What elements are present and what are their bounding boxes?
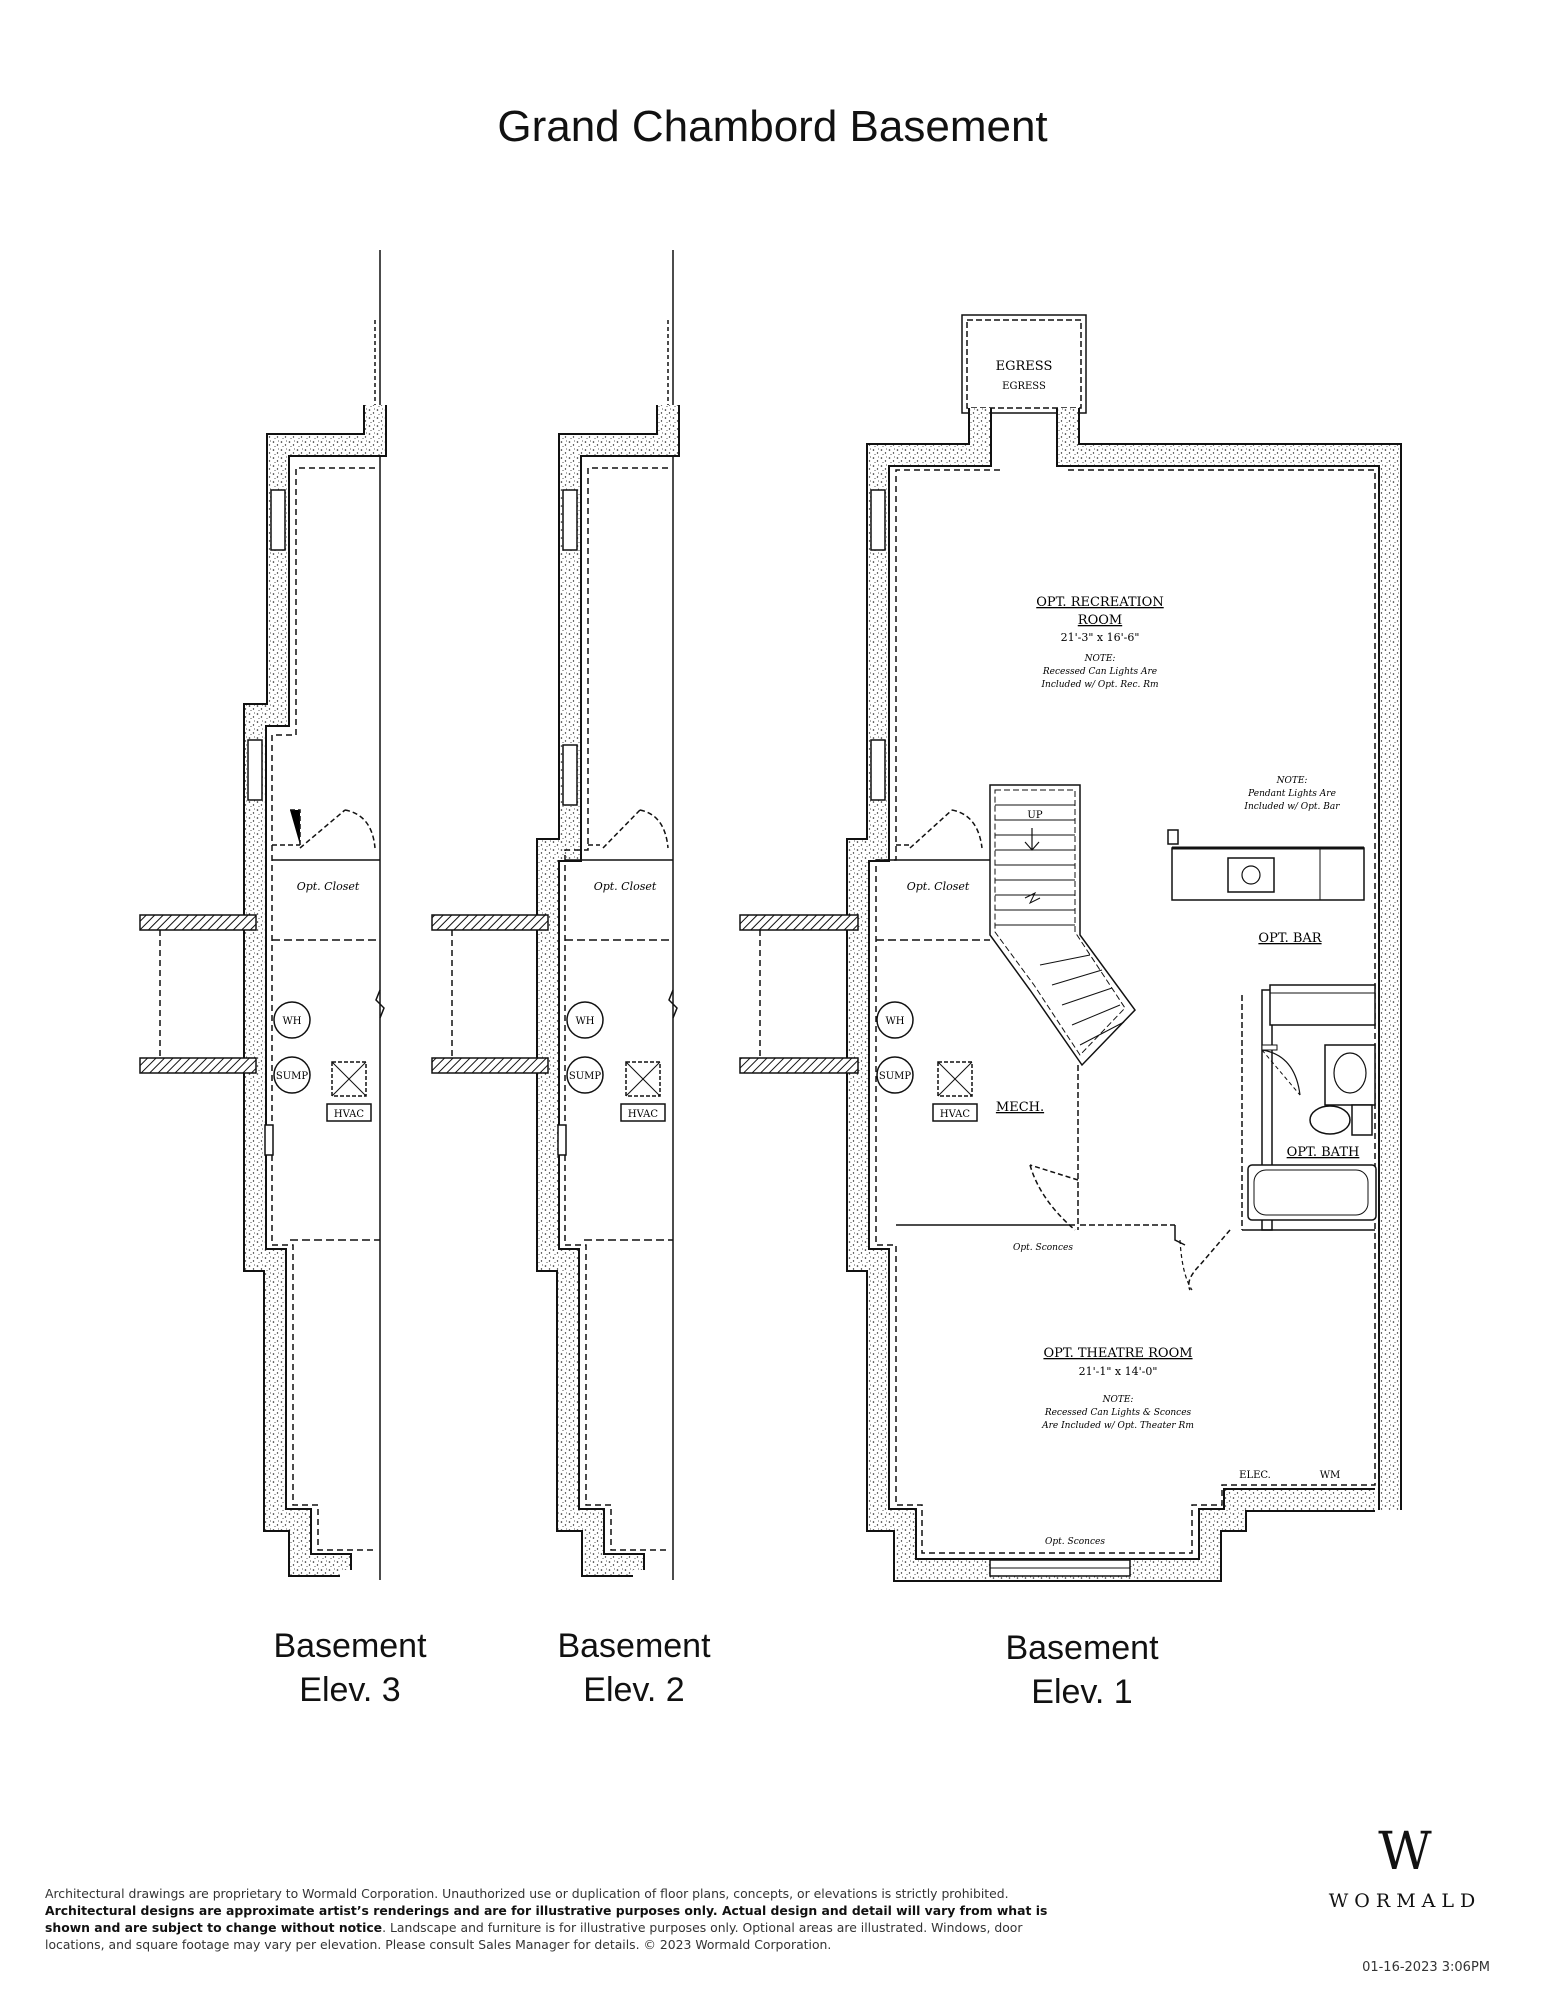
- wh-label: WH: [576, 1016, 595, 1027]
- recreation-note-2: Included w/ Opt. Rec. Rm: [1040, 680, 1158, 690]
- theatre-note-2: Are Included w/ Opt. Theater Rm: [1041, 1421, 1194, 1431]
- bar-label: OPT. BAR: [1258, 931, 1322, 946]
- recreation-note-head: NOTE:: [1084, 654, 1116, 664]
- recreation-room-name-1: OPT. RECREATION: [1036, 595, 1163, 610]
- sump-label: SUMP: [276, 1071, 309, 1082]
- sump-label: SUMP: [569, 1071, 602, 1082]
- closet-label: Opt. Closet: [297, 880, 360, 893]
- sump-label: SUMP: [879, 1071, 912, 1082]
- hvac-label: HVAC: [628, 1109, 658, 1120]
- egress-subtitle: EGRESS: [1002, 381, 1046, 392]
- stairs-up-label: UP: [1027, 810, 1042, 821]
- theatre-note-1: Recessed Can Lights & Sconces: [1044, 1408, 1192, 1418]
- disclaimer-part-2: . Landscape and furniture is for illustr…: [45, 1920, 1023, 1952]
- closet-label: Opt. Closet: [907, 880, 970, 893]
- recreation-note-1: Recessed Can Lights Are: [1042, 667, 1157, 677]
- theatre-room-dims: 21'-1" x 14'-0": [1079, 1365, 1158, 1378]
- legal-disclaimer: Architectural drawings are proprietary t…: [45, 1885, 1075, 1953]
- elevation-2-plan: Opt. Closet WH SUMP HVAC: [431, 250, 680, 1580]
- page-title: Grand Chambord Basement: [497, 102, 1048, 151]
- timestamp: 01-16-2023 3:06PM: [1362, 1960, 1490, 1975]
- hvac-label: HVAC: [940, 1109, 970, 1120]
- elevation-2-label: Basement Elev. 2: [534, 1624, 734, 1712]
- wh-label: WH: [283, 1016, 302, 1027]
- elevation-3-line2: Elev. 3: [299, 1671, 401, 1709]
- recreation-room-dims: 21'-3" x 16'-6": [1061, 631, 1140, 644]
- elevation-2-line2: Elev. 2: [583, 1671, 685, 1709]
- elevation-1-line1: Basement: [1005, 1629, 1159, 1667]
- wm-label: WM: [1320, 1470, 1341, 1481]
- wh-label: WH: [886, 1016, 905, 1027]
- recreation-room-name-2: ROOM: [1078, 613, 1122, 628]
- elevation-3-label: Basement Elev. 3: [250, 1624, 450, 1712]
- sconces-bottom-label: Opt. Sconces: [1045, 1537, 1105, 1547]
- egress-title: EGRESS: [996, 359, 1053, 374]
- closet-label: Opt. Closet: [594, 880, 657, 893]
- elevation-3-plan: Opt. Closet WH SUMP HVAC: [139, 250, 387, 1580]
- bar-note-head: NOTE:: [1276, 776, 1308, 786]
- elevation-2-line1: Basement: [557, 1627, 711, 1665]
- elevation-3-line1: Basement: [273, 1627, 427, 1665]
- hvac-label: HVAC: [334, 1109, 364, 1120]
- elevation-1-label: Basement Elev. 1: [982, 1626, 1182, 1714]
- wormald-logo-wordmark: WORMALD: [1328, 1890, 1482, 1912]
- wormald-logo-mark: W: [1378, 1822, 1432, 1882]
- bar-note-2: Included w/ Opt. Bar: [1243, 802, 1340, 812]
- disclaimer-bold: Architectural designs are approximate ar…: [45, 1903, 1048, 1935]
- elevation-1-line2: Elev. 1: [1031, 1673, 1133, 1711]
- theatre-room-name: OPT. THEATRE ROOM: [1043, 1346, 1192, 1361]
- elec-label: ELEC.: [1239, 1470, 1271, 1481]
- bath-label: OPT. BATH: [1287, 1145, 1360, 1160]
- theatre-note-head: NOTE:: [1102, 1395, 1134, 1405]
- sconces-top-label: Opt. Sconces: [1013, 1243, 1073, 1253]
- bar-note-1: Pendant Lights Are: [1247, 789, 1336, 799]
- disclaimer-part-1: Architectural drawings are proprietary t…: [45, 1886, 1009, 1901]
- elevation-1-plan: EGRESS EGRESS OPT. RECREATION ROOM 21'-3…: [739, 314, 1402, 1582]
- mech-label: MECH.: [996, 1100, 1044, 1115]
